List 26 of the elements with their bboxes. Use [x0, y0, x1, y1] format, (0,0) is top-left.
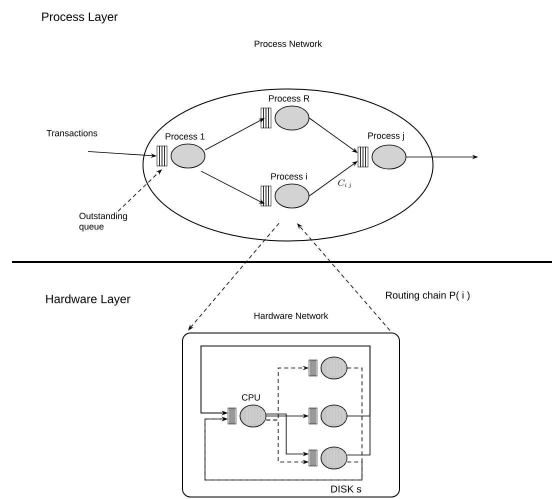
server-queue: [308, 356, 350, 380]
node-label: Process i: [271, 172, 307, 180]
server-queue: [308, 404, 350, 428]
node-label: Process 1: [166, 133, 205, 140]
server-queue: Process R: [260, 95, 310, 130]
node-label: CPU: [242, 394, 260, 401]
node-label: Hardware Network: [254, 312, 328, 319]
arrow: [204, 416, 362, 480]
edge-label: $C_{i\,j}$: [336, 178, 354, 190]
server-queue: Process j: [358, 132, 406, 170]
server-queue: Process i: [260, 173, 310, 208]
arrow: [200, 346, 370, 456]
server-queue: Process 1: [156, 133, 206, 168]
layer-title: Hardware Layer: [46, 294, 130, 306]
annotation-text: DISK s: [331, 485, 362, 493]
node-label: Process Network: [254, 40, 322, 47]
server-queue: CPU: [228, 394, 268, 428]
arrow: [204, 368, 362, 480]
server-queue: [308, 446, 350, 470]
arrow: [188, 222, 280, 330]
node-label: Process j: [368, 132, 404, 141]
layer-title: Process Layer: [42, 12, 118, 24]
node-label: Process R: [268, 95, 310, 102]
note-text: Outstanding queue: [79, 212, 127, 232]
annotation-text: Routing chain P( i ): [386, 291, 470, 301]
input-text: Transactions: [46, 130, 98, 136]
